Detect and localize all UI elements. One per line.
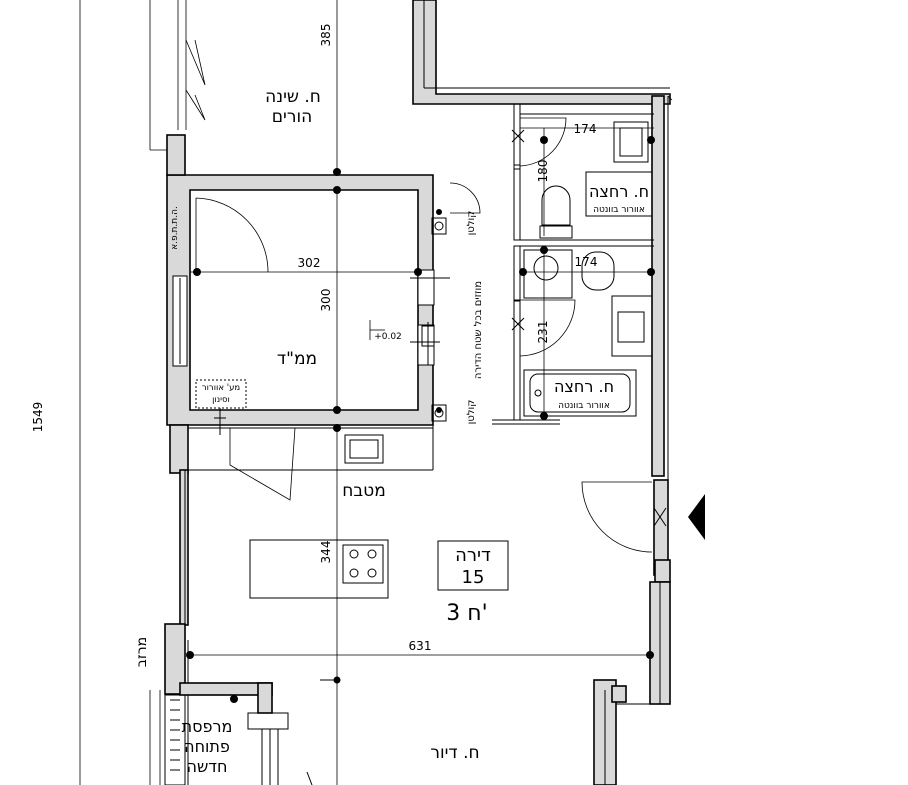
dim-kitchen-depth: 344 [319,541,333,564]
kitchen-counter [188,425,434,471]
apartment-number: 15 [462,567,485,588]
vent-box-label-1: מע' אוורור [202,383,240,393]
balcony-label-2: פתוחה [184,737,230,756]
main-entrance-door [581,481,667,553]
balcony-label-1: מרפסת [182,717,233,736]
parents-bedroom-label-1: ח. שינה [265,87,321,107]
bath2-title: ח. רחצה [554,377,614,396]
entrance-arrow [688,494,705,540]
parents-bedroom-label-2: הורים [272,107,312,127]
gutter-label: מרזב [134,637,150,667]
ventilation-unit [195,379,247,435]
balcony-walls [164,682,313,785]
utility-vertical-label: ה.ת.ת.פ.א. [170,206,180,250]
apartment-label: דירה [455,545,491,566]
vent-box-label-2: וסינון [212,395,230,405]
safe-room-dimension-lines [190,168,422,432]
kolton-label-2: קולטן [466,400,477,425]
corridor-door [449,182,481,214]
bathroom-walls [492,103,654,425]
dim-bath1-height: 180 [536,160,550,183]
kitchen-cabinet-door [229,427,296,501]
dim-total-vertical: 1549 [31,402,45,433]
shaft-note-label: מוזזים בכל שטח הדירה [473,281,484,379]
kitchen-island [249,539,389,599]
apartment-label-box [437,540,509,591]
dim-top-vertical: 385 [319,24,333,47]
kolton-symbols [410,209,450,422]
apartment-rooms-count: 3 ח' [446,601,487,626]
safe-room-door [195,197,269,273]
right-exterior-wall [593,95,673,785]
living-walls [149,469,189,785]
elevation-marker [369,320,385,340]
left-dimension-lines [79,0,206,785]
dim-safe-room-height: 300 [319,289,333,312]
living-room-label: ח. דיור [430,743,479,763]
kolton-label-1: קולטן [466,211,477,236]
bath2-sub: אוורור בוונטה [558,401,610,411]
dim-bath2-height: 231 [536,321,550,344]
dim-living-width: 631 [409,639,432,653]
living-dimension-line [186,651,654,684]
safe-room-label: ממ"ד [277,349,317,369]
safe-room-walls [166,134,435,474]
top-walls [412,0,671,105]
bath1-sub: אוורור בוונטה [593,205,645,215]
bath1-title: ח. רחצה [589,182,649,201]
upper-bath-fixtures [520,121,655,239]
dim-bath1-width: 174 [574,122,597,136]
balcony-label-3: חדשה [187,757,228,776]
lower-bath-fixtures [519,246,655,420]
kitchen-label: מטבח [342,481,386,501]
dim-bath2-width: 174 [575,255,598,269]
elevation-label: +0.02 [374,332,402,342]
dim-safe-room-width: 302 [298,256,321,270]
